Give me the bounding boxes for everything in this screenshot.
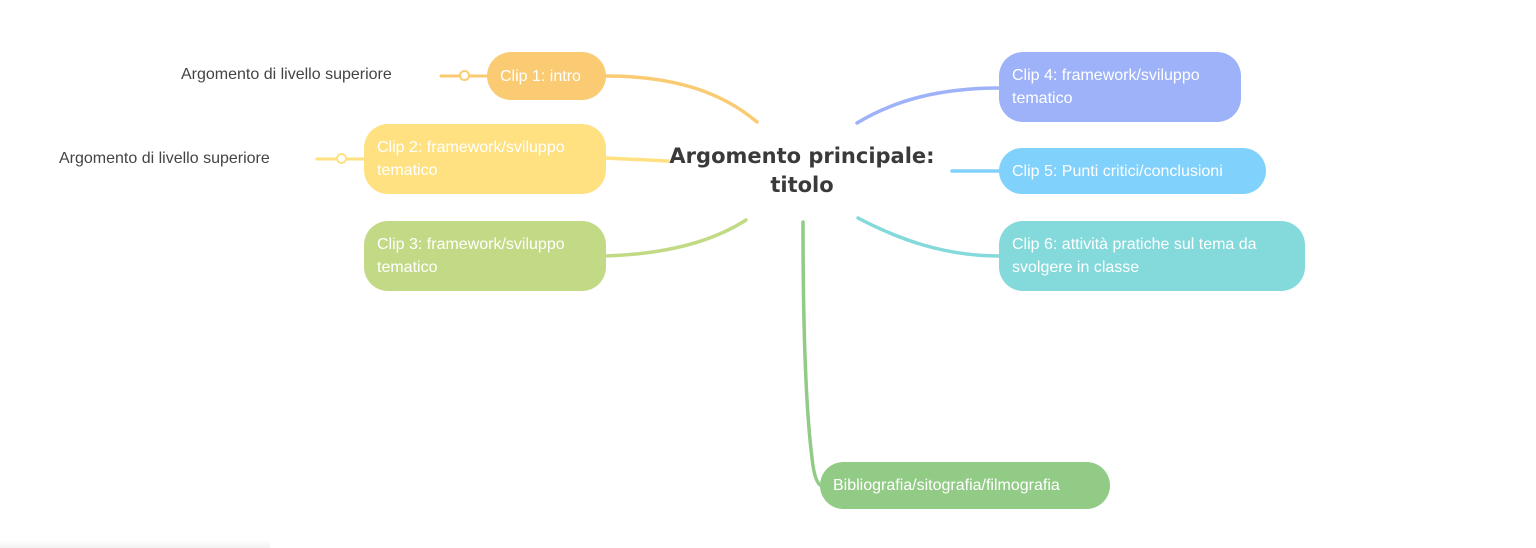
connector-clip6 — [856, 216, 1002, 258]
branch-clip6-label: Clip 6: attività pratiche sul tema da sv… — [1012, 236, 1257, 276]
branch-clip3[interactable]: Clip 3: framework/sviluppo tematico — [364, 221, 606, 291]
branch-clip6[interactable]: Clip 6: attività pratiche sul tema da sv… — [999, 221, 1305, 291]
branch-clip4[interactable]: Clip 4: framework/sviluppo tematico — [999, 52, 1241, 122]
connector-clip3 — [603, 218, 748, 258]
branch-clip1-label: Clip 1: intro — [500, 67, 581, 85]
branch-clip2[interactable]: Clip 2: framework/sviluppo tematico — [364, 124, 606, 194]
branch-bibliografia-label: Bibliografia/sitografia/filmografia — [833, 477, 1060, 494]
bottom-shadow — [0, 540, 270, 548]
central-topic-line2: titolo — [770, 173, 834, 197]
connector-clip2 — [603, 156, 670, 163]
connector-clip1 — [603, 74, 759, 124]
branch-bibliografia[interactable]: Bibliografia/sitografia/filmografia — [820, 462, 1110, 509]
branch-clip5[interactable]: Clip 5: Punti critici/conclusioni — [999, 148, 1266, 194]
floating-topic-2[interactable]: Argomento di livello superiore — [59, 150, 270, 167]
branch-clip4-label: Clip 4: framework/sviluppo tematico — [1012, 67, 1200, 107]
branch-clip2-label: Clip 2: framework/sviluppo tematico — [377, 139, 565, 179]
collapse-handle-2[interactable] — [336, 153, 347, 164]
branch-clip3-label: Clip 3: framework/sviluppo tematico — [377, 236, 565, 276]
branch-clip1[interactable]: Clip 1: intro — [487, 52, 606, 100]
connector-clip4 — [855, 86, 1002, 125]
central-topic-line1: Argomento principale: — [669, 144, 935, 168]
connector-biblio — [801, 220, 824, 488]
branch-clip5-label: Clip 5: Punti critici/conclusioni — [1012, 162, 1223, 180]
floating-topic-1[interactable]: Argomento di livello superiore — [181, 66, 392, 83]
central-topic[interactable]: Argomento principale: titolo — [662, 142, 942, 200]
collapse-handle-1[interactable] — [459, 70, 470, 81]
